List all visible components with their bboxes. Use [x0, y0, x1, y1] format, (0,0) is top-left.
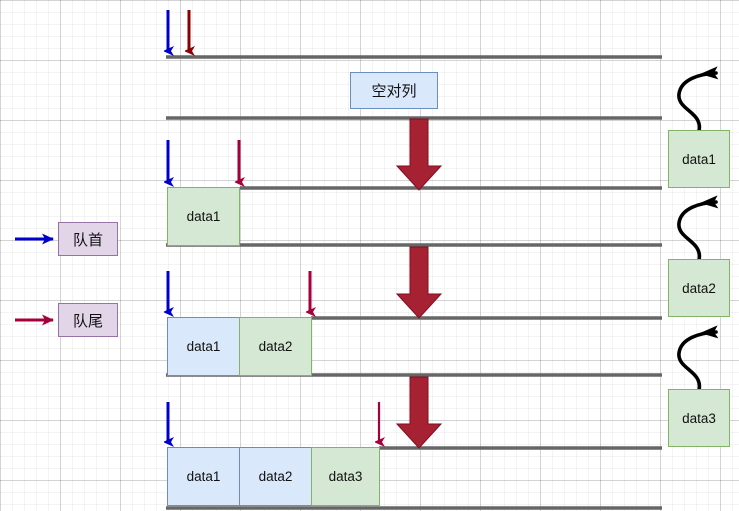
- transition-arrow-3: [395, 376, 443, 449]
- state-4-pointers: [168, 402, 379, 442]
- legend-tail-label: 队尾: [58, 303, 118, 337]
- state-1-pointers: [168, 10, 189, 51]
- queue-cell-label: data2: [258, 339, 293, 354]
- incoming-data-box: data3: [668, 389, 730, 447]
- transition-arrows: [395, 118, 443, 449]
- empty-queue-annotation: 空对列: [350, 72, 438, 109]
- queue-cell-label: data2: [258, 469, 293, 484]
- legend-head-text: 队首: [72, 231, 103, 249]
- queue-cell: data1: [167, 187, 240, 246]
- state-3-pointers: [168, 271, 310, 312]
- queue-cell-label: data1: [186, 209, 221, 224]
- queue-cell-label: data3: [328, 469, 363, 484]
- enqueue-curve-arrow-2: [677, 195, 719, 262]
- queue-cell: data1: [167, 447, 240, 506]
- legend-arrows: [15, 233, 54, 326]
- queue-cell: data2: [239, 317, 312, 376]
- empty-queue-annotation-label: 空对列: [371, 83, 417, 100]
- queue-cell-label: data1: [186, 339, 221, 354]
- legend-tail-text: 队尾: [72, 312, 103, 330]
- transition-arrow-2: [395, 246, 443, 319]
- transition-arrow-1: [395, 118, 443, 191]
- enqueue-curve-arrow-3: [677, 325, 719, 392]
- enqueue-curve-arrows: [677, 66, 719, 392]
- incoming-data-label: data3: [682, 410, 716, 426]
- incoming-data-box: data2: [668, 259, 730, 317]
- queue-cell-label: data1: [186, 469, 221, 484]
- incoming-data-box: data1: [668, 130, 730, 188]
- state-2-pointers: [168, 140, 239, 182]
- legend-head-label: 队首: [58, 222, 118, 256]
- queue-cell: data2: [239, 447, 312, 506]
- incoming-data-label: data2: [682, 280, 716, 296]
- incoming-data-label: data1: [682, 151, 716, 167]
- queue-cell: data3: [311, 447, 380, 506]
- queue-cell: data1: [167, 317, 240, 376]
- enqueue-curve-arrow-1: [677, 66, 719, 133]
